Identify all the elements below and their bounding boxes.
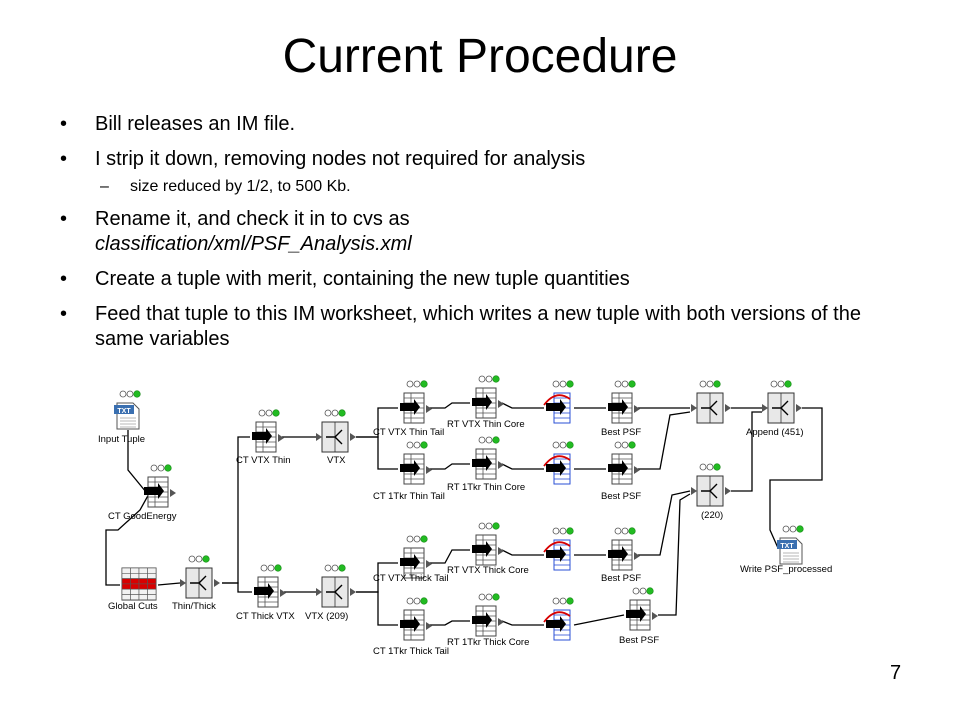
bullet-text: I strip it down, removing nodes not requ… (95, 148, 586, 170)
bullet-list: • Bill releases an IM file. • I strip it… (60, 112, 880, 362)
wire (731, 411, 762, 492)
wire (356, 436, 398, 470)
node-label: CT VTX Thin (236, 455, 291, 466)
bullet-dot: • (60, 113, 68, 135)
wire (638, 411, 691, 470)
wire (769, 407, 823, 549)
svg-text:TXT: TXT (117, 408, 131, 415)
node-bp1[interactable]: Best PSF (601, 380, 641, 438)
wire (428, 463, 470, 470)
node-label: VTX (209) (305, 611, 348, 622)
bullet-item: • Rename it, and check it in to cvs as c… (60, 207, 880, 257)
sub-bullet-text: size reduced by 1/2, to 500 Kb. (130, 178, 351, 195)
node-label: Best PSF (601, 491, 641, 502)
node-m1[interactable] (691, 380, 731, 424)
node-rt2[interactable]: RT 1Tkr Thin Core (447, 436, 525, 493)
node-label: RT 1Tkr Thin Core (447, 482, 525, 493)
node-rt3[interactable]: RT VTX Thick Core (447, 522, 529, 576)
diagram-wires (105, 402, 823, 626)
node-label: CT 1Tkr Thick Tail (373, 646, 449, 657)
node-label: Best PSF (601, 573, 641, 584)
wire (501, 463, 544, 470)
node-input[interactable]: TXT Input Tuple (98, 390, 145, 445)
bullet-item: • I strip it down, removing nodes not re… (60, 147, 880, 172)
node-label: CT Thick VTX (236, 611, 295, 622)
node-ct_thick_vtx[interactable]: CT Thick VTX (236, 564, 295, 622)
node-label: Best PSF (619, 635, 659, 646)
sub-bullet-item: – size reduced by 1/2, to 500 Kb. (60, 177, 880, 197)
node-label: Input Tuple (98, 434, 145, 445)
node-bp4[interactable]: Best PSF (619, 587, 659, 646)
node-label: CT VTX Thick Tail (373, 573, 449, 584)
wire (356, 591, 398, 626)
node-label: CT GoodEnergy (108, 511, 177, 522)
wire (157, 582, 181, 586)
bullet-text: Create a tuple with merit, containing th… (95, 268, 630, 290)
svg-text:TXT: TXT (780, 543, 794, 550)
node-ct4[interactable]: CT 1Tkr Thick Tail (373, 597, 449, 657)
bullet-dot: • (60, 268, 68, 290)
node-thinthick[interactable]: Thin/Thick (172, 555, 220, 612)
node-append[interactable]: Append (451) (746, 380, 804, 438)
node-label: RT VTX Thick Core (447, 565, 529, 576)
node-bp2[interactable]: Best PSF (601, 441, 641, 502)
node-label: Global Cuts (108, 601, 158, 612)
node-label: Write PSF_processed (740, 564, 832, 575)
wire (501, 402, 544, 409)
wire (428, 402, 470, 409)
node-label: VTX (327, 455, 346, 466)
node-vtx[interactable]: VTX (316, 409, 356, 466)
node-vtx209[interactable]: VTX (209) (305, 564, 356, 622)
node-rt1[interactable]: RT VTX Thin Core (447, 375, 525, 430)
node-m220[interactable]: (220) (691, 463, 731, 521)
wire (501, 620, 544, 626)
node-label: Best PSF (601, 427, 641, 438)
node-label: Append (451) (746, 427, 804, 438)
bullet-dot: • (60, 208, 68, 230)
node-label: RT 1Tkr Thick Core (447, 637, 529, 648)
page-number: 7 (890, 662, 902, 684)
node-ct1[interactable]: CT VTX Thin Tail (373, 380, 444, 438)
wire (573, 614, 625, 626)
bullet-dot: • (60, 303, 68, 325)
node-label: Thin/Thick (172, 601, 216, 612)
bullet-text: Rename it, and check it in to cvs as (95, 208, 410, 230)
bullet-text: Bill releases an IM file. (95, 113, 296, 135)
wire (638, 490, 691, 556)
bullet-text: Feed that tuple to this IM worksheet, wh… (95, 303, 861, 350)
node-h2[interactable] (543, 441, 574, 485)
node-ct_vtx_thin[interactable]: CT VTX Thin (236, 409, 291, 466)
wire (428, 549, 470, 564)
node-label: CT VTX Thin Tail (373, 427, 444, 438)
wire (658, 493, 691, 616)
node-label: (220) (701, 510, 723, 521)
sub-bullet-dash: – (100, 178, 109, 195)
node-ct2[interactable]: CT 1Tkr Thin Tail (373, 441, 445, 502)
node-rt4[interactable]: RT 1Tkr Thick Core (447, 593, 529, 648)
node-write[interactable]: TXT Write PSF_processed (740, 525, 832, 575)
wire (222, 582, 252, 593)
node-ct3[interactable]: CT VTX Thick Tail (373, 535, 449, 584)
bullet-item: • Feed that tuple to this IM worksheet, … (60, 302, 880, 352)
wire (105, 491, 151, 586)
wire (428, 620, 470, 626)
node-label: CT 1Tkr Thin Tail (373, 491, 445, 502)
bullet-dot: • (60, 148, 68, 170)
wire (501, 549, 544, 556)
bullet-text-italic: classification/xml/PSF_Analysis.xml (95, 233, 412, 255)
node-label: RT VTX Thin Core (447, 419, 525, 430)
bullet-item: • Bill releases an IM file. (60, 112, 880, 137)
node-gcuts[interactable]: Global Cuts (108, 567, 158, 612)
node-h4[interactable] (543, 597, 574, 641)
wire (127, 430, 147, 493)
node-h1[interactable] (543, 380, 574, 424)
bullet-item: • Create a tuple with merit, containing … (60, 267, 880, 292)
node-bp3[interactable]: Best PSF (601, 527, 641, 584)
slide-title: Current Procedure (282, 30, 678, 83)
node-h3[interactable] (543, 527, 574, 571)
node-ct_ge[interactable]: CT GoodEnergy (108, 464, 177, 522)
